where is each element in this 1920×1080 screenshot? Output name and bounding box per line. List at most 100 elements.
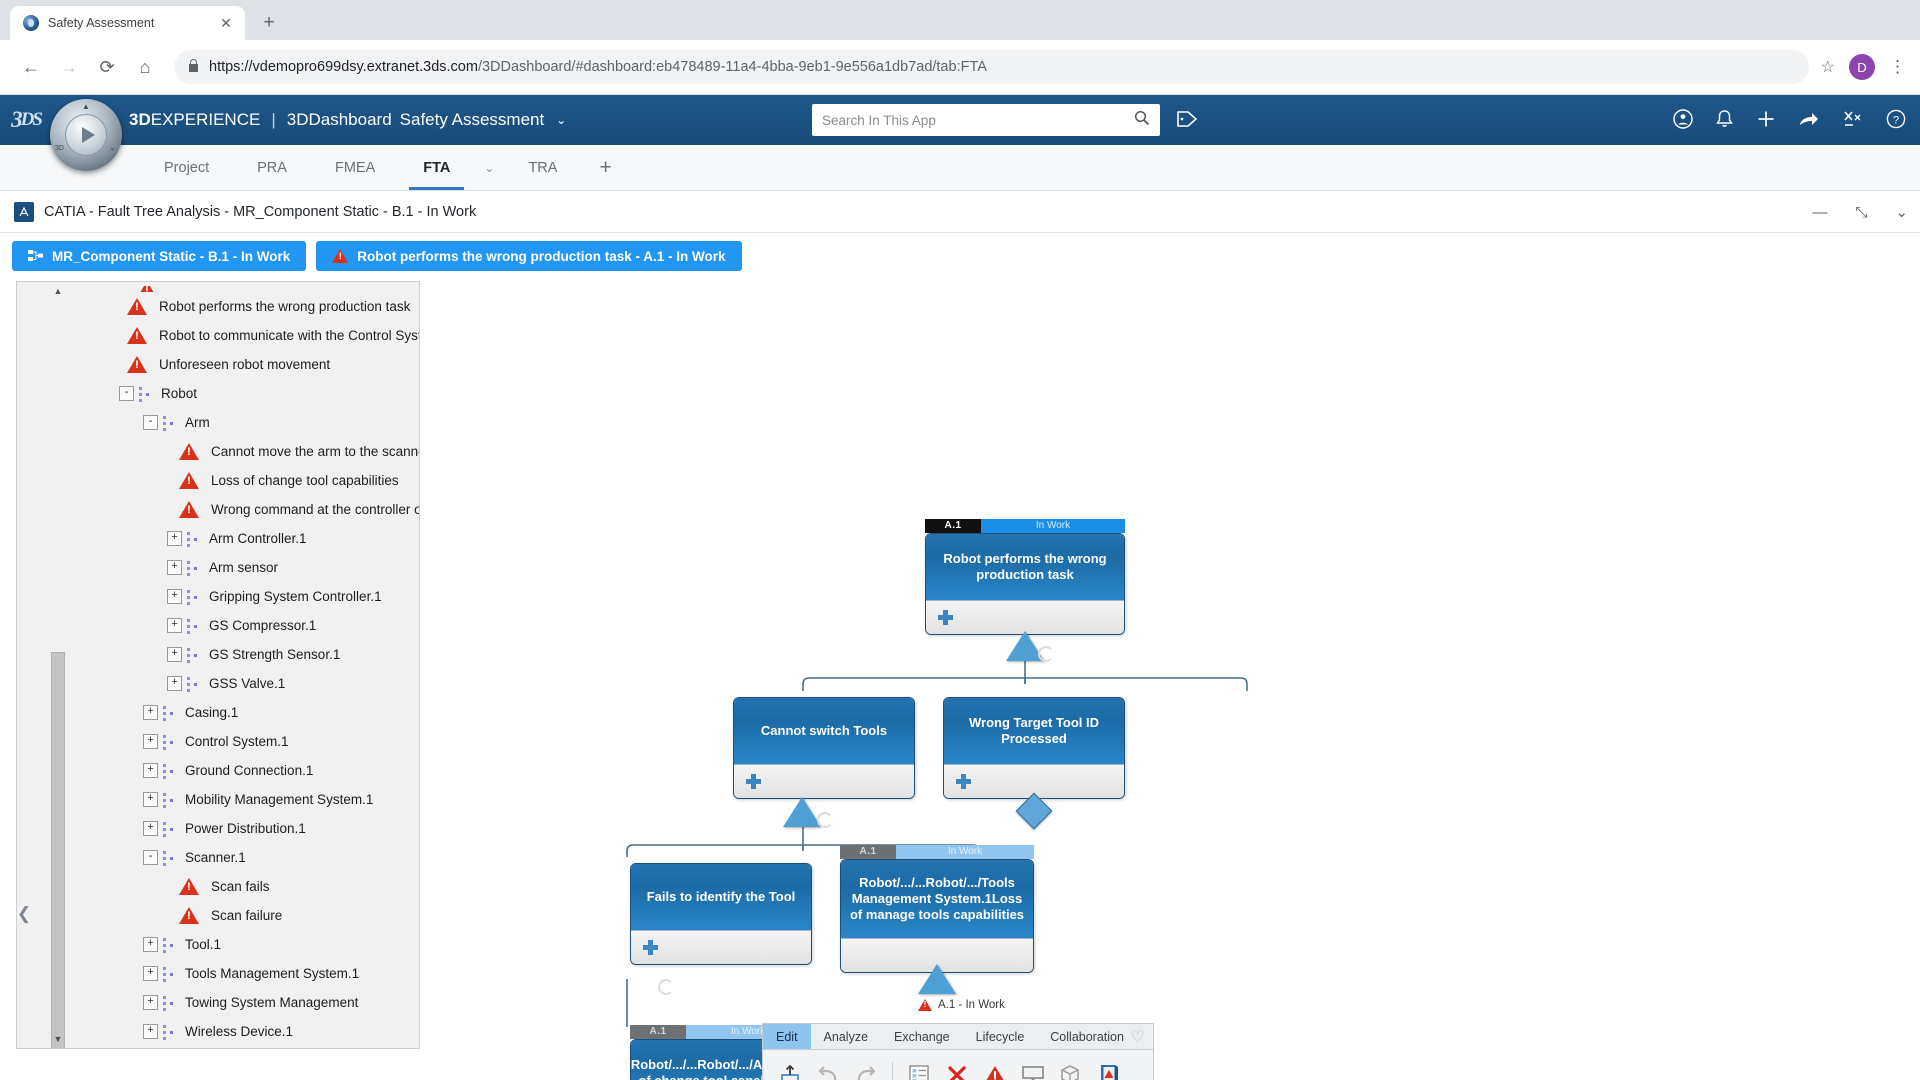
tree-expander[interactable]: + (143, 937, 158, 952)
tree-expander[interactable]: + (167, 618, 182, 633)
tree-expander[interactable]: - (119, 386, 134, 401)
and-gate-icon[interactable] (783, 797, 821, 827)
action-tab-lifecycle[interactable]: Lifecycle (975, 1029, 1025, 1044)
add-child-icon[interactable] (938, 610, 953, 625)
report-button[interactable] (1092, 1057, 1126, 1080)
collapse-panel-icon[interactable]: ❮ (16, 904, 32, 923)
user-profile-icon[interactable] (1673, 108, 1693, 132)
share-icon[interactable] (1798, 109, 1820, 132)
avatar[interactable]: D (1849, 54, 1875, 80)
add-tab-button[interactable]: + (599, 155, 612, 179)
tree-expander[interactable]: + (143, 705, 158, 720)
favorite-heart-icon[interactable]: ♡ (1130, 1029, 1145, 1046)
tree-expander[interactable]: - (143, 415, 158, 430)
search-input[interactable] (822, 112, 1134, 128)
add-child-icon[interactable] (956, 774, 971, 789)
tree-row[interactable]: + Tools Management System.1 (75, 959, 419, 988)
tree-expander[interactable]: + (143, 763, 158, 778)
tree-row[interactable]: + Gripping System Controller.1 (75, 582, 419, 611)
reload-icon[interactable]: ⟳ (99, 56, 115, 77)
tree-expander[interactable]: + (167, 589, 182, 604)
tree-row[interactable]: Loss of change tool capabilities (75, 466, 419, 495)
tree-row[interactable]: Wrong command at the controller outp (75, 495, 419, 524)
properties-button[interactable] (902, 1057, 936, 1080)
tree-row[interactable]: Robot performs the wrong production task (75, 292, 419, 321)
tree-row[interactable]: + Wireless Device.1 (75, 1017, 419, 1046)
browser-menu-icon[interactable]: ⋮ (1889, 57, 1906, 76)
address-bar[interactable]: https://vdemopro699dsy.extranet.3ds.com/… (174, 50, 1809, 84)
redo-button[interactable] (849, 1057, 883, 1080)
tree-row[interactable]: Cannot move the arm to the scanner (75, 437, 419, 466)
add-component-button[interactable] (1054, 1057, 1088, 1080)
tree-scrollbar-thumb[interactable] (51, 652, 65, 1048)
action-tab-analyze[interactable]: Analyze (823, 1029, 869, 1044)
tree-row[interactable]: + Tool.1 (75, 930, 419, 959)
tree-scroll-down-button[interactable]: ▼ (53, 1034, 63, 1044)
action-tab-collaboration[interactable]: Collaboration (1050, 1029, 1124, 1044)
browser-tab[interactable]: Safety Assessment ✕ (10, 6, 245, 40)
tree-row[interactable]: Robot to communicate with the Control Sy… (75, 321, 419, 350)
add-child-icon[interactable] (643, 940, 658, 955)
minimize-icon[interactable]: — (1812, 203, 1828, 221)
tab-fmea[interactable]: FMEA (334, 159, 376, 176)
restore-icon[interactable]: ⤡ (1855, 203, 1868, 221)
tree-row[interactable]: + Mobility Management System.1 (75, 785, 419, 814)
tab-pra[interactable]: PRA (257, 159, 287, 176)
help-icon[interactable]: ? (1886, 109, 1906, 132)
home-icon[interactable]: ⌂ (139, 56, 151, 77)
fault-tree-node-cannot-switch-tools[interactable]: Cannot switch Tools (733, 697, 915, 799)
expand-chevron-icon[interactable]: ⌄ (1895, 204, 1908, 221)
tree-row[interactable]: - Scanner.1 (75, 843, 419, 872)
tree-expander[interactable]: + (167, 647, 182, 662)
tree-row[interactable]: - Robot (75, 379, 419, 408)
fault-tree-node-fails-identify-tool[interactable]: Fails to identify the Tool (630, 863, 812, 965)
breadcrumb-chip-fault[interactable]: Robot performs the wrong production task… (316, 241, 742, 271)
tree-row[interactable]: + Control System.1 (75, 727, 419, 756)
search-icon[interactable] (1134, 110, 1150, 130)
delete-button[interactable] (940, 1057, 974, 1080)
collaboration-icon[interactable] (1842, 109, 1864, 132)
tree-row[interactable]: Scan fails (75, 872, 419, 901)
and-gate-icon[interactable] (1006, 631, 1044, 661)
undo-button[interactable] (811, 1057, 845, 1080)
tree-scroll-up-button[interactable]: ▲ (53, 286, 63, 296)
tree-expander[interactable]: + (167, 560, 182, 575)
back-icon[interactable]: ← (22, 56, 40, 77)
tab-fta[interactable]: FTA (399, 145, 474, 190)
action-tab-edit[interactable]: Edit (763, 1024, 811, 1049)
tree-expander[interactable]: + (143, 995, 158, 1010)
create-failure-mode-button[interactable] (978, 1057, 1012, 1080)
fault-tree-node-wrong-target-tool-id[interactable]: Wrong Target Tool ID Processed (943, 697, 1125, 799)
tree-row[interactable]: + GSS Valve.1 (75, 669, 419, 698)
breadcrumb-chip-component[interactable]: MR_Component Static - B.1 - In Work (12, 241, 307, 271)
compass-icon[interactable]: ▲ 3D ⌄ (50, 99, 122, 171)
fault-tree-canvas[interactable]: A.1 In Work Robot performs the wrong pro… (430, 279, 1920, 1080)
tree-row[interactable]: Scan failure (75, 901, 419, 930)
tree-row[interactable]: Unforeseen robot movement (75, 350, 419, 379)
tree-row[interactable]: + Arm sensor (75, 553, 419, 582)
tree-row[interactable]: + Ground Connection.1 (75, 756, 419, 785)
tree-row[interactable]: + Arm Controller.1 (75, 524, 419, 553)
display-button[interactable] (1016, 1057, 1050, 1080)
bookmark-star-icon[interactable]: ☆ (1820, 59, 1835, 76)
tree-expander[interactable]: + (167, 531, 182, 546)
tree-expander[interactable]: + (167, 676, 182, 691)
tree-expander[interactable]: + (143, 966, 158, 981)
export-button[interactable] (773, 1057, 807, 1080)
search-box[interactable] (812, 104, 1160, 136)
and-gate-icon[interactable] (918, 964, 956, 994)
fault-tree-node-top[interactable]: A.1 In Work Robot performs the wrong pro… (925, 519, 1125, 635)
add-icon[interactable] (1756, 109, 1776, 132)
tree-expander[interactable]: - (143, 850, 158, 865)
tab-options-chevron-icon[interactable]: ⌄ (484, 160, 495, 175)
tree-row[interactable]: + GS Strength Sensor.1 (75, 640, 419, 669)
new-tab-button[interactable]: + (263, 12, 275, 33)
tab-project[interactable]: Project (164, 159, 210, 176)
tag-icon[interactable] (1176, 109, 1198, 135)
tree-row[interactable]: + Towing System Management (75, 988, 419, 1017)
tree-expander[interactable]: + (143, 821, 158, 836)
notifications-bell-icon[interactable] (1715, 109, 1734, 132)
tree-expander[interactable]: + (143, 734, 158, 749)
chevron-down-icon[interactable]: ⌄ (556, 113, 567, 127)
add-child-icon[interactable] (746, 774, 761, 789)
